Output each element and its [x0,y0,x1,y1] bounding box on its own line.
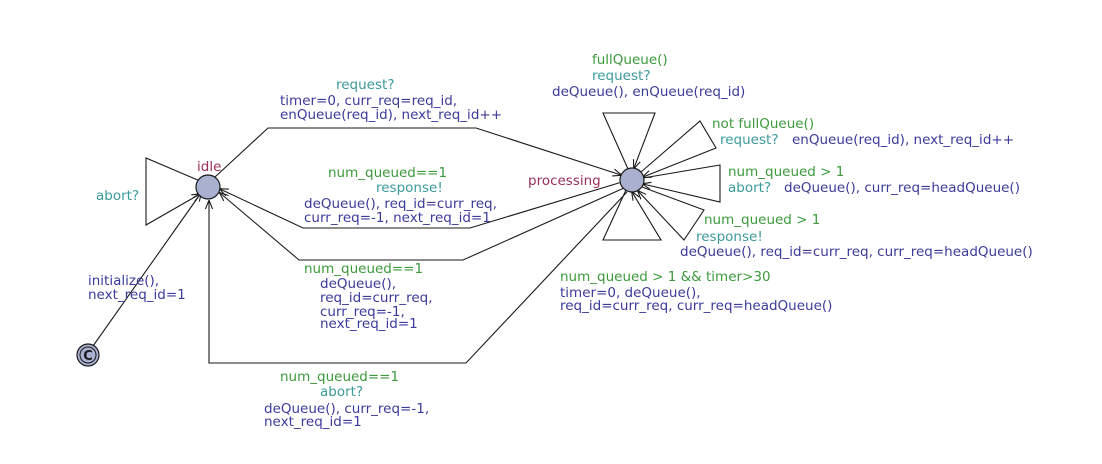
response-assign-1: deQueue(), req_id=curr_req, [304,196,497,212]
edge-loop-timer[interactable] [602,189,662,241]
loop-abort-guard: num_queued > 1 [728,164,844,180]
loop-abort-assign: deQueue(), curr_req=headQueue() [784,180,1020,196]
init-assign-1: initialize(), [88,273,159,289]
idle-request-sync: request? [336,77,394,93]
response-assign-2: curr_req=-1, next_req_id=1 [304,210,491,226]
idle-request-assign-1: timer=0, curr_req=req_id, [280,93,457,109]
loop-request-sync: request? [720,132,778,148]
state-processing-label: processing [528,173,601,189]
loop-top-sync: request? [592,68,650,84]
dequeue-assign-4: next_req_id=1 [320,316,418,332]
loop-response-guard: num_queued > 1 [704,212,820,228]
edge-loop-request[interactable] [640,120,717,177]
idle-abort-sync: abort? [96,188,139,204]
state-idle[interactable] [195,174,221,200]
loop-top-guard: fullQueue() [592,52,668,68]
dequeue-assign-1: deQueue(), [320,276,396,292]
state-initial[interactable]: C [76,343,100,367]
idle-request-assign-2: enQueue(req_id), next_req_id++ [280,107,502,123]
loop-response-assign: deQueue(), req_id=curr_req, curr_req=hea… [680,244,1033,260]
dequeue-assign-2: req_id=curr_req, [320,290,433,306]
edge-processing-to-idle-response[interactable] [220,181,623,229]
edge-initialize[interactable] [92,193,201,347]
dequeue-assign-3: curr_req=-1, [320,304,405,320]
abort-assign-1: deQueue(), curr_req=-1, [264,401,429,417]
edge-loop-abort[interactable] [643,164,721,203]
response-sync: response! [376,180,443,196]
state-processing[interactable] [619,167,645,193]
edge-idle-to-processing[interactable] [214,127,621,178]
loop-request-guard: not fullQueue() [712,116,814,132]
loop-timer-assign-1: timer=0, deQueue(), [560,285,701,301]
loop-response-sync: response! [696,229,763,245]
loop-timer-guard: num_queued > 1 && timer>30 [560,269,771,285]
response-guard: num_queued==1 [328,165,447,181]
edge-loop-full-queue[interactable] [602,112,656,169]
dequeue-guard: num_queued==1 [304,261,423,277]
edge-idle-abort-loop[interactable] [145,157,200,226]
abort-guard: num_queued==1 [280,369,399,385]
init-assign-2: next_req_id=1 [88,287,186,303]
loop-timer-assign-2: req_id=curr_req, curr_req=headQueue() [560,298,832,314]
edge-processing-to-idle-dequeue[interactable] [220,187,625,261]
edge-loop-response[interactable] [638,186,705,241]
edge-processing-to-idle-abort[interactable] [209,191,628,364]
abort-assign-2: next_req_id=1 [264,414,362,430]
loop-request-assign: enQueue(req_id), next_req_id++ [792,132,1014,148]
loop-abort-sync: abort? [728,180,771,196]
committed-marker: C [83,349,93,364]
state-idle-label: idle [197,159,221,175]
loop-top-assign: deQueue(), enQueue(req_id) [552,84,745,100]
abort-sync: abort? [320,384,363,400]
